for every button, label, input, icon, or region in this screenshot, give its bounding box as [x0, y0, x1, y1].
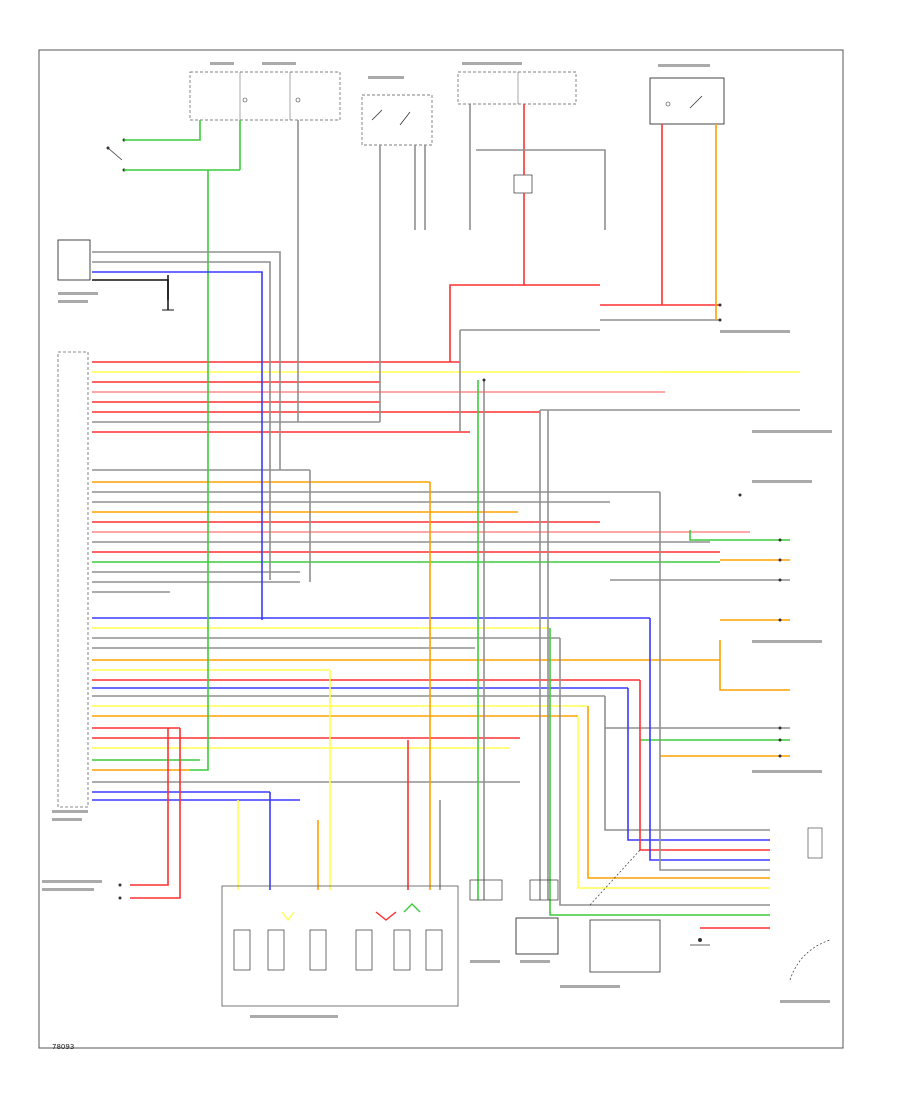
input-speed-sensor: [469, 879, 503, 901]
wire-orange: [719, 640, 790, 691]
fluid-temp-sensor: [789, 827, 831, 981]
wire-yellow: [577, 716, 770, 889]
page-frame: [38, 49, 844, 1049]
wire-green: [549, 628, 770, 916]
page-reference: 78093: [52, 1043, 75, 1051]
wire-red: [130, 728, 181, 899]
output-speed-sensor: [515, 879, 559, 955]
wire-orange: [587, 706, 770, 879]
solenoid-3: [309, 929, 327, 971]
wire-black: [92, 279, 169, 300]
wire-gray: [92, 261, 271, 580]
connector-marks: [118, 303, 782, 900]
relay-upper-right: [649, 77, 725, 125]
solenoid-1: [233, 929, 251, 971]
solenoid-block: [221, 885, 459, 1007]
wire-red: [130, 728, 169, 886]
brake-switch: [106, 138, 126, 172]
wire-gray: [559, 638, 770, 906]
wire-gray: [659, 492, 770, 871]
wire-gray: [476, 149, 606, 230]
wire-blue: [649, 618, 770, 861]
solenoid-2: [267, 929, 285, 971]
relay-center: [361, 94, 433, 146]
wire-red: [449, 193, 525, 362]
solenoid-5: [393, 929, 411, 971]
wire-gray: [604, 696, 770, 831]
position-switch: [690, 938, 710, 946]
solenoid-6: [425, 929, 443, 971]
label-marks: [42, 62, 832, 1018]
wire-green: [190, 170, 209, 771]
wire-blue: [627, 688, 770, 841]
wire-green: [124, 120, 201, 141]
wire-red: [639, 680, 770, 851]
ignition-relay-box: [457, 71, 577, 194]
fuse-box: [189, 71, 341, 121]
module-pin-wires: [92, 361, 750, 801]
control-module: [57, 351, 89, 808]
speed-sensor: [57, 239, 91, 281]
solenoid-4: [355, 929, 373, 971]
wire-gray: [92, 251, 281, 470]
range-switch: [589, 849, 661, 973]
routed-wires: [92, 104, 800, 929]
wire-green: [689, 530, 790, 541]
wire-blue: [92, 271, 263, 620]
